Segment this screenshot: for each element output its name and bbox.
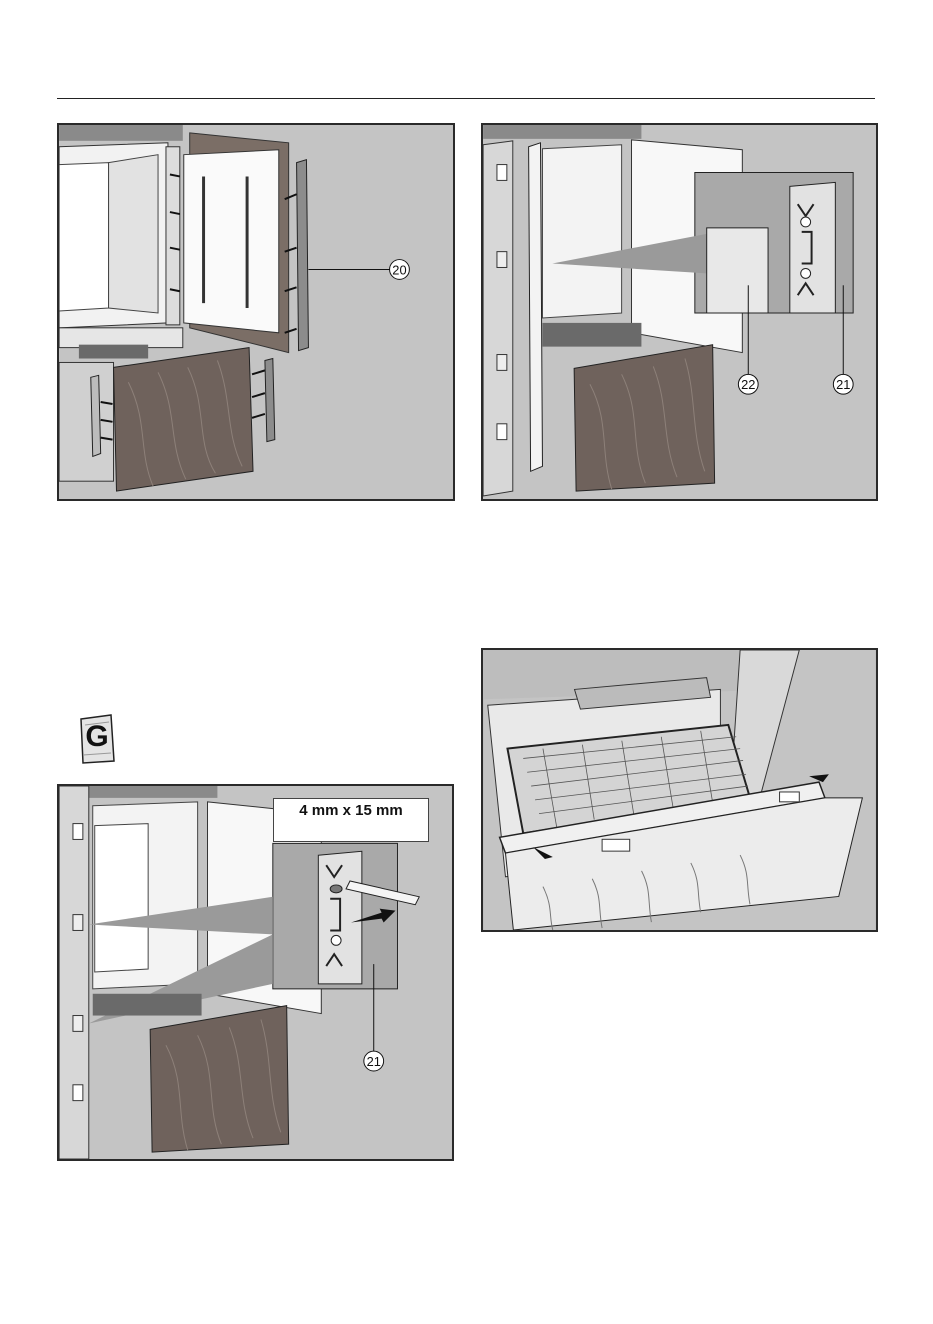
screw-size-label: 4 mm x 15 mm: [273, 798, 429, 842]
callout-20: 20: [392, 262, 406, 277]
parts-bag-letter: G: [82, 720, 112, 754]
callout-21: 21: [836, 377, 850, 392]
figure-screw-bracket: 21 4 mm x 15 mm: [57, 784, 454, 1161]
callout-22: 22: [741, 377, 755, 392]
figure-door-trim-strips: 20: [57, 123, 455, 501]
drawer-illustration: [483, 650, 876, 930]
figure-drawer-basket: [481, 648, 878, 932]
header-rule: [57, 98, 875, 99]
callout-21-lower: 21: [367, 1054, 381, 1069]
door-trim-illustration: 20: [59, 125, 453, 499]
bracket-illustration: 22 21: [483, 125, 876, 499]
figure-bracket-detail: 22 21: [481, 123, 878, 501]
